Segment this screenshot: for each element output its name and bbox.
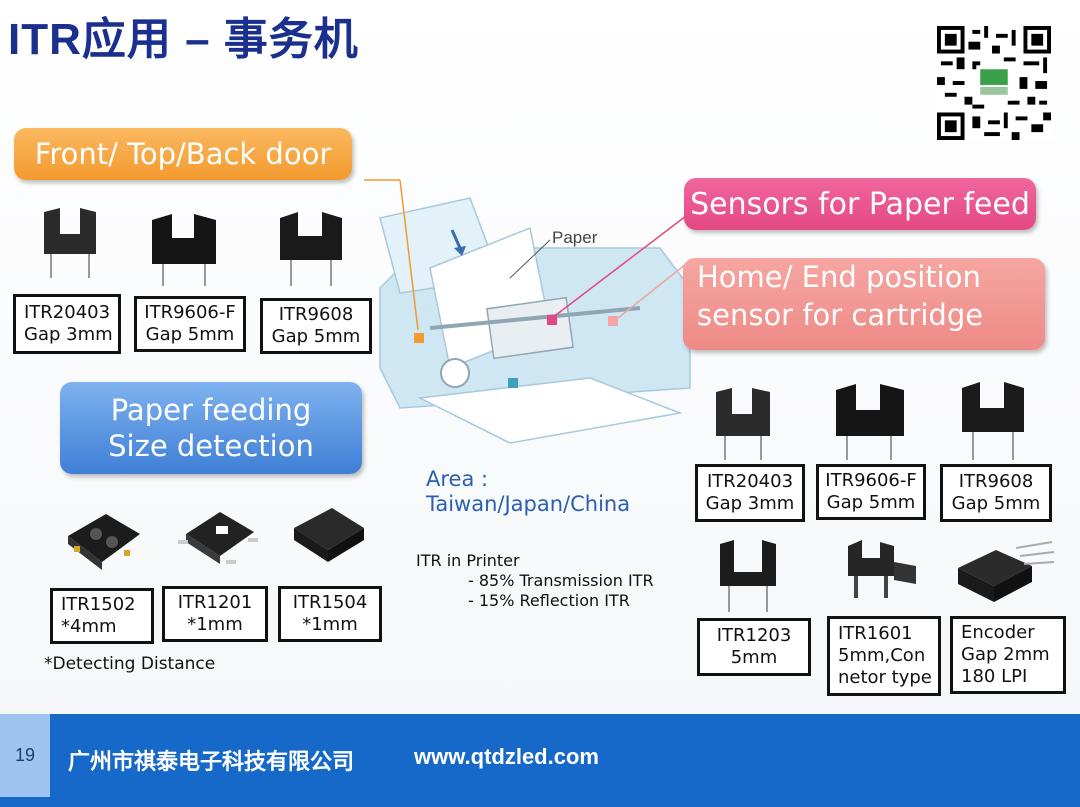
home-end-callout: Home/ End position sensor for cartridge (683, 258, 1045, 350)
reflective-sensor-icon (294, 508, 364, 562)
part-label-itr1201: ITR1201 *1mm (162, 586, 268, 642)
home-end-line2: sensor for cartridge (697, 298, 984, 332)
paper-feeding-line1: Paper feeding (110, 393, 312, 427)
door-callout: Front/ Top/Back door (14, 128, 352, 180)
paper-label: Paper (552, 228, 598, 247)
paper-feeding-line2: Size detection (108, 429, 314, 463)
paper-feeding-callout: Paper feeding Size detection (60, 382, 362, 474)
part-label-itr9606-f-right: ITR9606-F Gap 5mm (816, 464, 926, 520)
photo-interrupter-icon (44, 208, 96, 278)
footer-bar (0, 714, 1080, 807)
photo-interrupter-icon (962, 382, 1024, 460)
photo-interrupter-icon (280, 212, 342, 286)
connector-sensor-icon (848, 540, 916, 598)
home-end-line1: Home/ End position (697, 260, 981, 294)
qr-code-icon (936, 26, 1052, 140)
itr-in-printer-note: ITR in Printer - 85% Transmission ITR - … (416, 551, 654, 610)
part-label-encoder: Encoder Gap 2mm 180 LPI (950, 616, 1066, 694)
part-label-itr1502: ITR1502 *4mm (50, 588, 154, 644)
website-link[interactable]: www.qtdzled.com (414, 744, 599, 769)
area-text: Area : Taiwan/Japan/China (426, 467, 631, 516)
photo-interrupter-icon (716, 388, 770, 460)
part-label-itr9606-f: ITR9606-F Gap 5mm (134, 296, 246, 352)
reflective-sensor-icon (68, 514, 140, 570)
company-name: 广州市祺泰电子科技有限公司 (68, 750, 355, 775)
part-label-itr9608: ITR9608 Gap 5mm (260, 298, 372, 354)
part-label-itr1601: ITR1601 5mm,Con netor type (827, 616, 941, 696)
photo-interrupter-icon (152, 214, 216, 286)
part-label-itr1504: ITR1504 *1mm (278, 586, 382, 642)
reflective-sensor-icon (178, 512, 258, 564)
slide-title: ITR应用 – 事务机 (8, 15, 359, 64)
photo-interrupter-icon (836, 384, 904, 460)
part-label-itr20403: ITR20403 Gap 3mm (13, 294, 121, 354)
page-number: 19 (0, 714, 50, 797)
part-label-itr1203: ITR1203 5mm (697, 618, 811, 676)
printer-illustration (364, 179, 691, 444)
paper-feed-callout: Sensors for Paper feed (684, 178, 1036, 230)
part-label-itr9608-right: ITR9608 Gap 5mm (940, 464, 1052, 522)
detecting-distance-note: *Detecting Distance (44, 654, 216, 674)
part-label-itr20403-right: ITR20403 Gap 3mm (695, 464, 805, 522)
photo-interrupter-icon (720, 540, 776, 612)
encoder-icon (958, 541, 1055, 602)
